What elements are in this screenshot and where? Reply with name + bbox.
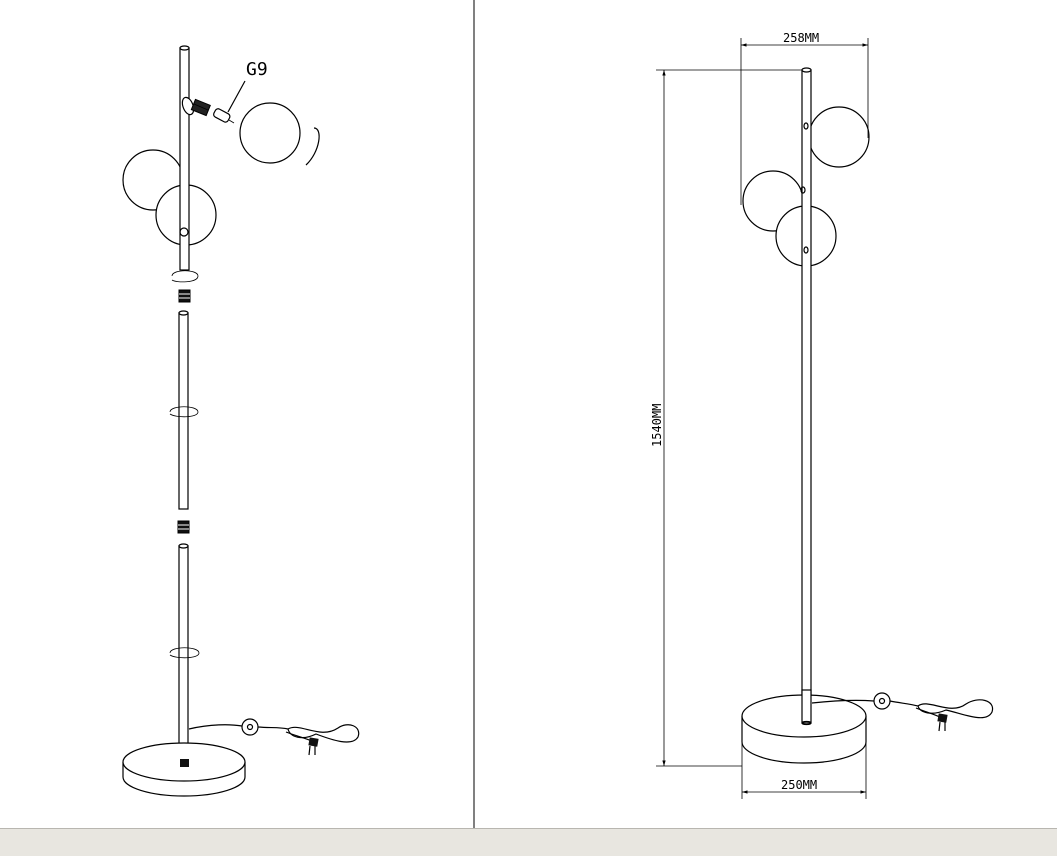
height-label: 1540MM <box>650 404 664 447</box>
dim-pole <box>800 67 812 723</box>
cord-and-plug-assembly <box>188 718 360 756</box>
connector-2 <box>177 520 190 534</box>
bottom-pole-section <box>169 543 200 745</box>
dim-cord-and-plug <box>811 692 994 732</box>
dim-lamp-base <box>741 689 867 764</box>
top-pole-section <box>179 45 190 271</box>
lamp-base-assembly <box>122 742 246 797</box>
bulb-socket <box>181 96 211 117</box>
dim-height: 1540MM <box>650 69 802 767</box>
assembly-view: G9 <box>122 45 360 797</box>
middle-pole-section <box>169 310 199 510</box>
connector-1 <box>178 289 191 303</box>
top-width-label: 258MM <box>783 31 819 45</box>
base-width-label: 250MM <box>781 778 817 792</box>
status-bar <box>0 828 1057 856</box>
dim-base-width: 250MM <box>741 742 867 799</box>
bulb-label: G9 <box>246 59 268 80</box>
bulb-leader <box>227 80 246 113</box>
globe-detached <box>239 102 301 164</box>
g9-bulb <box>213 108 235 124</box>
rotate-arrow-globe <box>305 127 320 166</box>
rotate-arrow-top <box>171 270 199 283</box>
dim-top-width: 258MM <box>740 31 869 205</box>
dimension-view: 258MM 1540MM 250MM <box>650 31 994 799</box>
dim-globe-upper <box>808 106 870 168</box>
